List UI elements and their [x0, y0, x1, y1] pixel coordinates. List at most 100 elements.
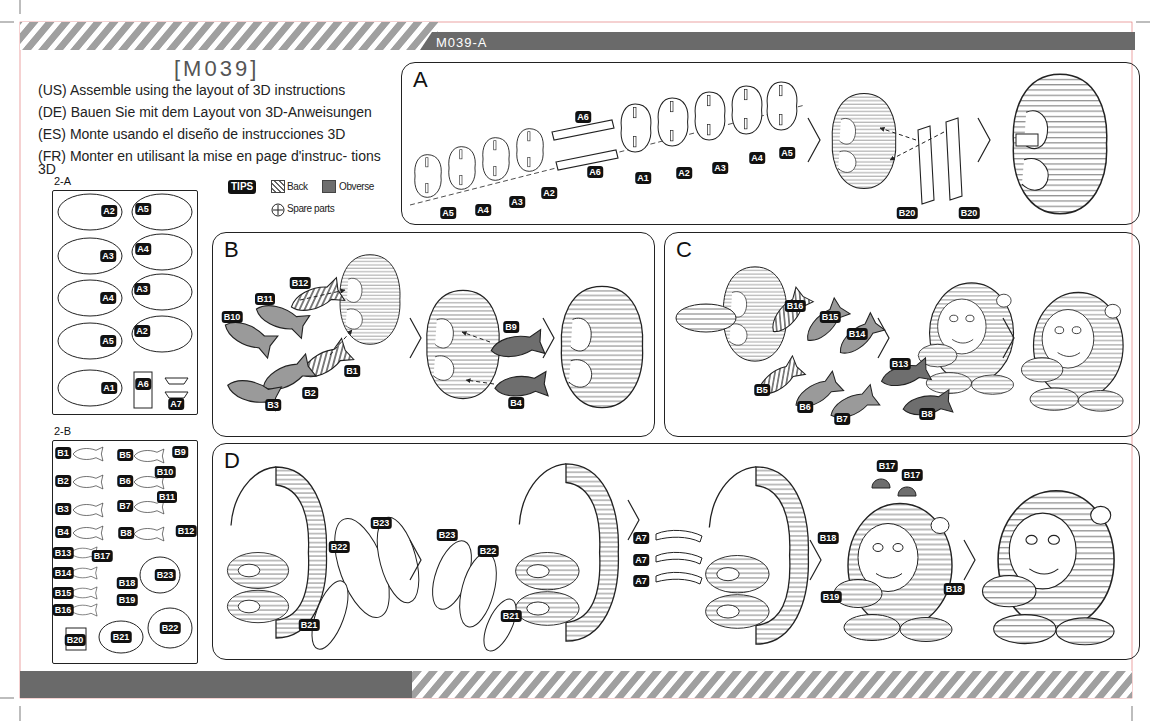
step-letter: B [224, 238, 239, 262]
part-number: B16 [785, 300, 806, 312]
part-number: B10 [155, 466, 176, 478]
legend-text: Obverse [339, 180, 374, 193]
part-number: B17 [877, 460, 898, 472]
step-letter: A [413, 68, 428, 92]
part-number: B13 [890, 358, 911, 370]
part-number: B17 [902, 469, 923, 481]
part-number: A6 [587, 166, 603, 178]
part-number: A3 [100, 250, 116, 262]
part-number: A4 [135, 243, 151, 255]
legend-swatch [271, 203, 285, 216]
part-number: B21 [501, 610, 522, 622]
part-number: A6 [575, 111, 591, 123]
part-number: B6 [117, 475, 133, 487]
part-number: B8 [118, 527, 134, 539]
step-panel: C [664, 232, 1140, 437]
part-number: B4 [55, 526, 71, 538]
part-number: B19 [117, 594, 138, 606]
part-number: B15 [820, 311, 841, 323]
legend-swatch [322, 180, 336, 193]
part-number: B22 [478, 545, 499, 557]
part-number: B16 [53, 604, 74, 616]
part-number: A3 [134, 283, 150, 295]
part-number: B22 [160, 622, 181, 634]
part-number: A7 [633, 532, 649, 544]
part-number: B7 [117, 500, 133, 512]
parts-sheet: 2-A [52, 190, 198, 415]
part-number: B1 [344, 365, 360, 377]
part-number: B13 [53, 547, 74, 559]
part-number: B22 [329, 541, 350, 553]
part-number: A1 [635, 172, 651, 184]
part-number: A5 [135, 203, 151, 215]
part-number: B8 [919, 408, 935, 420]
part-number: B5 [754, 384, 770, 396]
part-number: B7 [834, 413, 850, 425]
part-number: A4 [100, 292, 116, 304]
part-number: B12 [176, 525, 197, 537]
part-number: B10 [222, 311, 243, 323]
legend-text: Back [287, 180, 308, 193]
part-number: B18 [117, 577, 138, 589]
part-number: B5 [117, 449, 133, 461]
part-number: B23 [437, 529, 458, 541]
part-number: B19 [821, 591, 842, 603]
part-number: B20 [897, 207, 918, 219]
legend-text: Spare parts [287, 202, 334, 215]
part-number: B4 [508, 397, 524, 409]
part-number: B6 [797, 401, 813, 413]
part-number: B18 [944, 583, 965, 595]
step-letter: D [224, 449, 240, 473]
part-number: A5 [100, 335, 116, 347]
part-number: A2 [101, 205, 117, 217]
part-number: B3 [265, 399, 281, 411]
sheet-heading: 2-B [54, 425, 71, 438]
part-number: A4 [475, 204, 491, 216]
part-number: B21 [299, 619, 320, 631]
part-number: A3 [712, 162, 728, 174]
header-code: M039-A [436, 35, 488, 50]
part-number: B14 [847, 328, 868, 340]
spare-symbol [271, 203, 285, 217]
step-panel: D [212, 443, 1140, 660]
part-number: B20 [959, 207, 980, 219]
part-number: B18 [818, 532, 839, 544]
part-number: B3 [55, 503, 71, 515]
part-number: B17 [92, 550, 113, 562]
tips-tag: TIPS [228, 180, 256, 194]
part-number: B12 [290, 277, 311, 289]
step-letter: C [676, 238, 692, 262]
instruction-text: (DE) Bauen Sie mit dem Layout von 3D-Anw… [38, 106, 394, 119]
part-number: B1 [55, 447, 71, 459]
part-number: A5 [779, 147, 795, 159]
part-number: B15 [53, 587, 74, 599]
part-number: A7 [633, 554, 649, 566]
part-number: A4 [749, 152, 765, 164]
legend-swatch [271, 180, 285, 193]
part-number: B23 [371, 517, 392, 529]
instruction-text: (FR) Monter en utilisant la mise en page… [38, 150, 394, 176]
part-number: A5 [440, 207, 456, 219]
part-number: B23 [155, 569, 176, 581]
sheet-heading: 2-A [54, 175, 71, 188]
part-number: B21 [111, 631, 132, 643]
instruction-text: (US) Assemble using the layout of 3D ins… [38, 84, 394, 97]
instruction-text: (ES) Monte usando el diseño de instrucci… [38, 128, 394, 141]
part-number: B14 [53, 567, 74, 579]
part-number: A3 [509, 196, 525, 208]
part-number: A1 [101, 382, 117, 394]
part-number: A2 [676, 167, 692, 179]
part-number: B20 [65, 634, 86, 646]
part-number: B9 [172, 446, 188, 458]
part-number: A2 [134, 325, 150, 337]
part-number: B2 [55, 475, 71, 487]
part-number: B11 [255, 293, 275, 305]
sheet-title: [M039] [174, 57, 259, 81]
part-number: A2 [541, 187, 557, 199]
part-number: A7 [633, 575, 649, 587]
part-number: A6 [135, 378, 151, 390]
part-number: A7 [168, 398, 184, 410]
part-number: B2 [302, 387, 318, 399]
part-number: B11 [157, 491, 177, 503]
part-number: B9 [503, 321, 519, 333]
